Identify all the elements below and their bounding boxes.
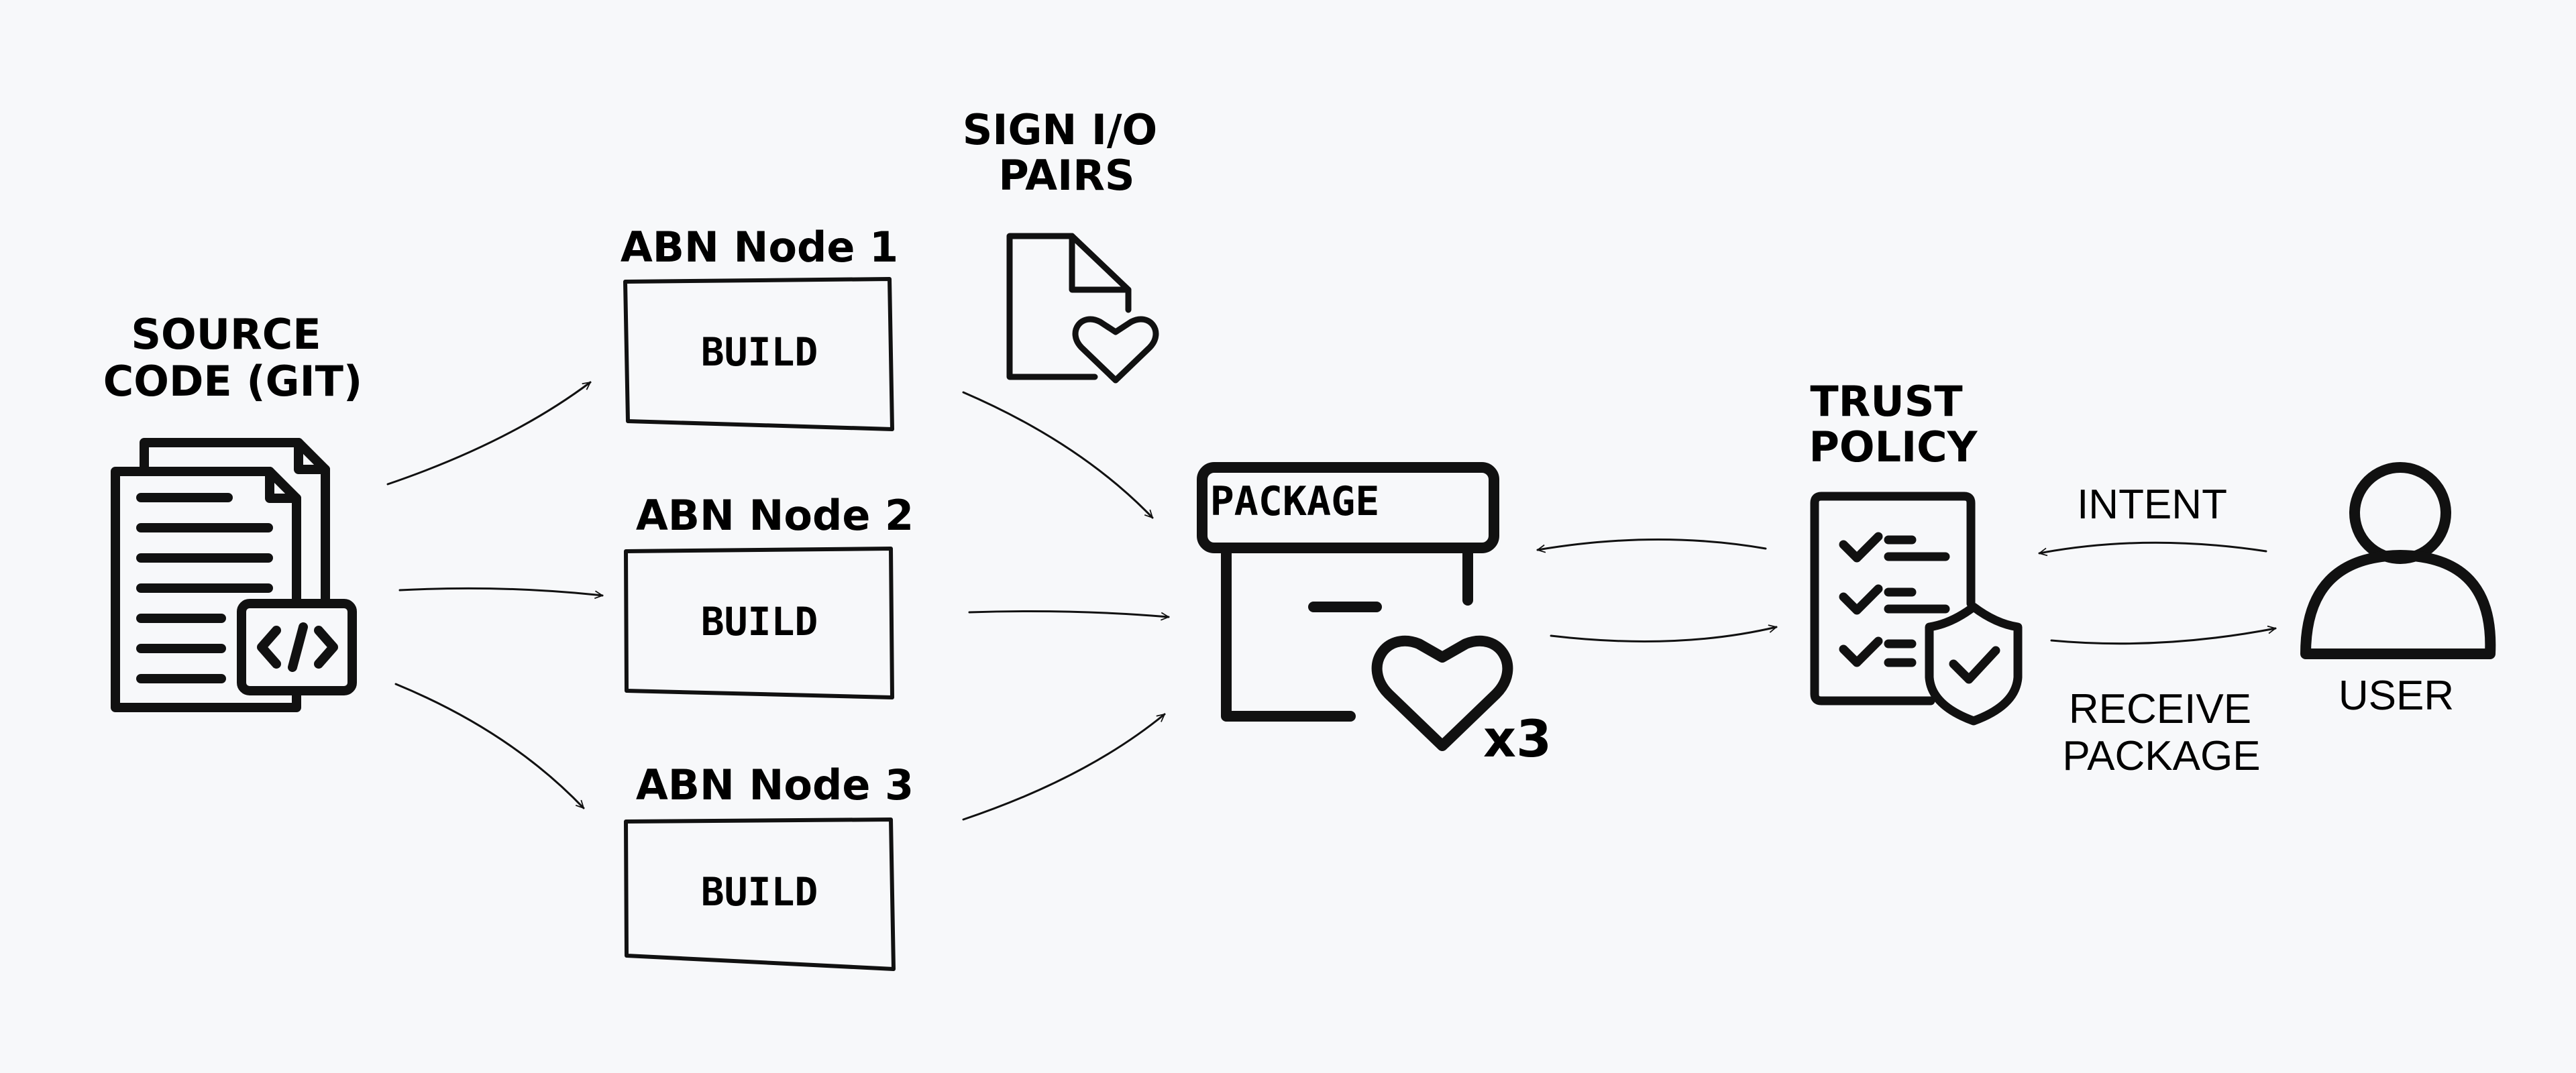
arrow-source-to-node1 bbox=[386, 381, 590, 486]
source-label: SOURCE CODE (GIT) bbox=[103, 310, 363, 406]
arrow-node3-to-package bbox=[962, 713, 1165, 821]
user-icon bbox=[2300, 462, 2496, 659]
arrow-source-to-node3 bbox=[394, 683, 585, 809]
svg-text:TRUST: TRUST bbox=[1810, 377, 1962, 426]
sign-label: SIGN I/O PAIRS bbox=[963, 105, 1158, 200]
svg-text:SIGN I/O: SIGN I/O bbox=[963, 105, 1158, 154]
policy-checklist-icon bbox=[1810, 492, 2023, 726]
package-box-icon bbox=[1197, 462, 1513, 751]
build-box-3 bbox=[624, 817, 896, 971]
svg-text:PAIRS: PAIRS bbox=[998, 151, 1134, 200]
svg-text:ABN Node 1: ABN Node 1 bbox=[621, 223, 898, 272]
svg-text:CODE (GIT): CODE (GIT) bbox=[103, 357, 363, 406]
arrow-node1-to-package bbox=[962, 391, 1154, 519]
signed-document-icon bbox=[1006, 233, 1159, 384]
svg-text:BUILD: BUILD bbox=[701, 599, 818, 644]
receive-label-line2: PACKAGE bbox=[2062, 733, 2260, 779]
build-box-1 bbox=[623, 277, 894, 431]
arrow-package-to-trust bbox=[1550, 627, 1776, 642]
svg-text:SOURCE: SOURCE bbox=[131, 310, 321, 359]
build-box-2 bbox=[624, 547, 894, 699]
svg-text:ABN Node 3: ABN Node 3 bbox=[636, 760, 914, 809]
receive-label-line1: RECEIVE bbox=[2069, 686, 2251, 732]
svg-text:BUILD: BUILD bbox=[701, 869, 818, 915]
abn-node-2: ABN Node 2 BUILD bbox=[624, 491, 914, 699]
arrow-user-to-trust bbox=[2039, 541, 2267, 553]
svg-text:POLICY: POLICY bbox=[1809, 422, 1978, 471]
arrow-trust-to-user bbox=[2050, 628, 2275, 645]
svg-text:ABN Node 2: ABN Node 2 bbox=[636, 491, 914, 540]
svg-text:BUILD: BUILD bbox=[701, 329, 818, 375]
arrow-source-to-node2 bbox=[398, 587, 602, 596]
source-code-icon bbox=[111, 438, 357, 712]
package-label: PACKAGE bbox=[1210, 478, 1380, 525]
intent-label: INTENT bbox=[2077, 482, 2227, 528]
arrow-trust-to-package bbox=[1538, 538, 1767, 550]
arrow-node2-to-package bbox=[968, 610, 1169, 617]
trust-label: TRUST POLICY bbox=[1809, 377, 1978, 471]
abn-node-1: ABN Node 1 BUILD bbox=[621, 223, 898, 431]
package-multiplier: x3 bbox=[1483, 709, 1552, 769]
user-label: USER bbox=[2339, 673, 2454, 719]
abn-node-3: ABN Node 3 BUILD bbox=[624, 760, 914, 971]
